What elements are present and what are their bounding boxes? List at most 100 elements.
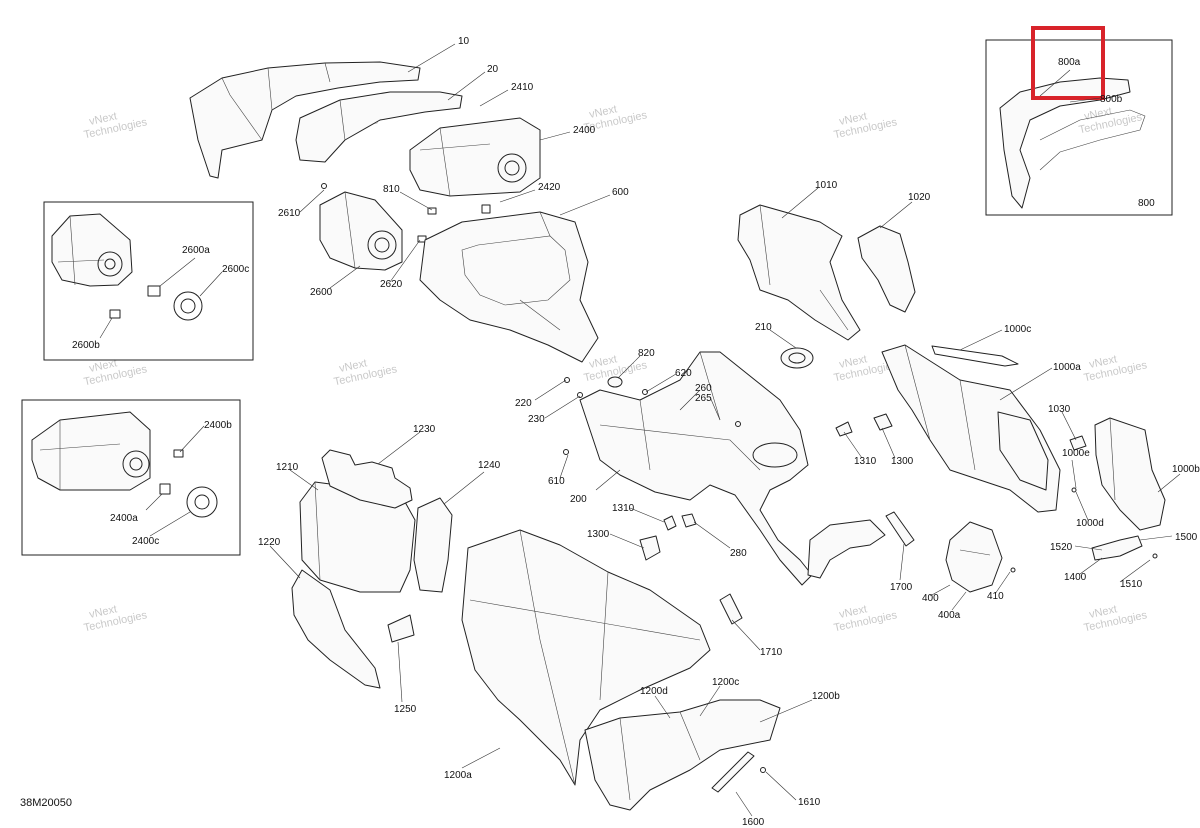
label-2400a: 2400a (110, 513, 138, 524)
part-1020-side-trim (857, 225, 916, 313)
watermark: vNext Technologies (83, 603, 149, 634)
label-400: 400 (922, 593, 939, 604)
label-610: 610 (548, 476, 565, 487)
label-1300-center: 1300 (587, 529, 610, 540)
label-800: 800 (1138, 198, 1155, 209)
label-820: 820 (638, 348, 655, 359)
part-1000c-strip (931, 345, 1019, 367)
label-2600a: 2600a (182, 245, 210, 256)
svg-text:vNext: vNext (838, 353, 868, 371)
label-280: 280 (730, 548, 747, 559)
label-1610: 1610 (798, 797, 821, 808)
label-20: 20 (487, 64, 499, 75)
part-2400-headlight (409, 117, 541, 214)
part-1200b-lower-side (584, 699, 781, 811)
label-1250: 1250 (394, 704, 417, 715)
watermark: vNext Technologies (83, 357, 149, 388)
watermark: vNext Technologies (1083, 603, 1149, 634)
part-1250-vent (387, 614, 415, 643)
label-1000d: 1000d (1076, 518, 1104, 529)
part-2400-inset-headlight (31, 411, 218, 518)
svg-text:vNext: vNext (1088, 353, 1118, 371)
label-10: 10 (458, 36, 470, 47)
part-1000a-side-fairing (881, 344, 1061, 513)
svg-text:vNext: vNext (88, 603, 118, 621)
part-2400b-bulb (173, 449, 184, 458)
svg-text:vNext: vNext (838, 110, 868, 128)
part-1500-bracket (1091, 535, 1143, 561)
label-2400c: 2400c (132, 536, 159, 547)
watermark: vNext Technologies (333, 357, 399, 388)
label-800a: 800a (1058, 57, 1081, 68)
label-1200b: 1200b (812, 691, 840, 702)
part-labels: 10 20 2410 2400 2420 810 600 2610 2620 2… (72, 36, 1200, 828)
label-1600: 1600 (742, 817, 765, 828)
label-1020: 1020 (908, 192, 931, 203)
label-620: 620 (675, 368, 692, 379)
leader-lines (99, 43, 1181, 817)
label-2600b: 2600b (72, 340, 100, 351)
inset-box-2600 (43, 201, 254, 361)
part-1300-clips (639, 413, 893, 561)
part-1030-badge (1069, 435, 1087, 451)
highlight-box-800a (1031, 26, 1105, 100)
part-20-deflector (295, 91, 463, 163)
part-600-instrument-housing (419, 211, 599, 363)
part-10-upper-fairing (189, 61, 421, 179)
part-1240-side-panel (413, 497, 453, 593)
part-2400c-cap (186, 486, 218, 518)
part-1700-strip (885, 511, 915, 547)
label-400a: 400a (938, 610, 961, 621)
label-1710: 1710 (760, 647, 783, 658)
label-1500: 1500 (1175, 532, 1198, 543)
label-1200a: 1200a (444, 770, 472, 781)
part-1200a-lower-fairing (461, 529, 711, 786)
svg-text:vNext: vNext (588, 103, 618, 121)
label-230: 230 (528, 414, 545, 425)
part-1010-side-panel (737, 204, 861, 341)
svg-text:vNext: vNext (588, 353, 618, 371)
label-2610: 2610 (278, 208, 301, 219)
label-600: 600 (612, 187, 629, 198)
label-410: 410 (987, 591, 1004, 602)
label-1000c: 1000c (1004, 324, 1031, 335)
label-1240: 1240 (478, 460, 501, 471)
label-2400b: 2400b (204, 420, 232, 431)
svg-text:vNext: vNext (88, 110, 118, 128)
label-1200d: 1200d (640, 686, 668, 697)
watermark: vNext Technologies (833, 110, 899, 141)
part-1600-rail (711, 751, 755, 793)
label-2400: 2400 (573, 125, 596, 136)
label-1000b: 1000b (1172, 464, 1200, 475)
label-1200c: 1200c (712, 677, 739, 688)
part-2600b-socket (109, 309, 121, 319)
part-400-mirror-mount (945, 521, 1003, 593)
inset-box-800 (985, 39, 1173, 216)
label-1510: 1510 (1120, 579, 1143, 590)
watermark: vNext Technologies (833, 603, 899, 634)
drawing-number: 38M20050 (20, 797, 72, 809)
part-1710-plate (719, 593, 743, 625)
label-1310-center: 1310 (612, 503, 635, 514)
part-small-fasteners (563, 377, 1158, 773)
svg-text:vNext: vNext (338, 357, 368, 375)
label-2410: 2410 (511, 82, 534, 93)
watermark: vNext Technologies (83, 110, 149, 141)
part-2600-inset-headlight (51, 213, 203, 321)
label-1700: 1700 (890, 582, 913, 593)
part-200-center-cover (579, 351, 886, 586)
part-2400a-socket (159, 483, 171, 495)
label-800b: 800b (1100, 94, 1123, 105)
label-260: 260 (695, 383, 712, 394)
label-1400: 1400 (1064, 572, 1087, 583)
part-2600a-bulb (147, 285, 161, 297)
label-1000a: 1000a (1053, 362, 1081, 373)
part-2600c-cap (173, 291, 203, 321)
label-210: 210 (755, 322, 772, 333)
label-2600c: 2600c (222, 264, 249, 275)
inset-box-2400 (21, 399, 241, 556)
svg-text:vNext: vNext (1083, 105, 1113, 123)
part-820-grommet (607, 376, 623, 388)
svg-text:vNext: vNext (88, 357, 118, 375)
